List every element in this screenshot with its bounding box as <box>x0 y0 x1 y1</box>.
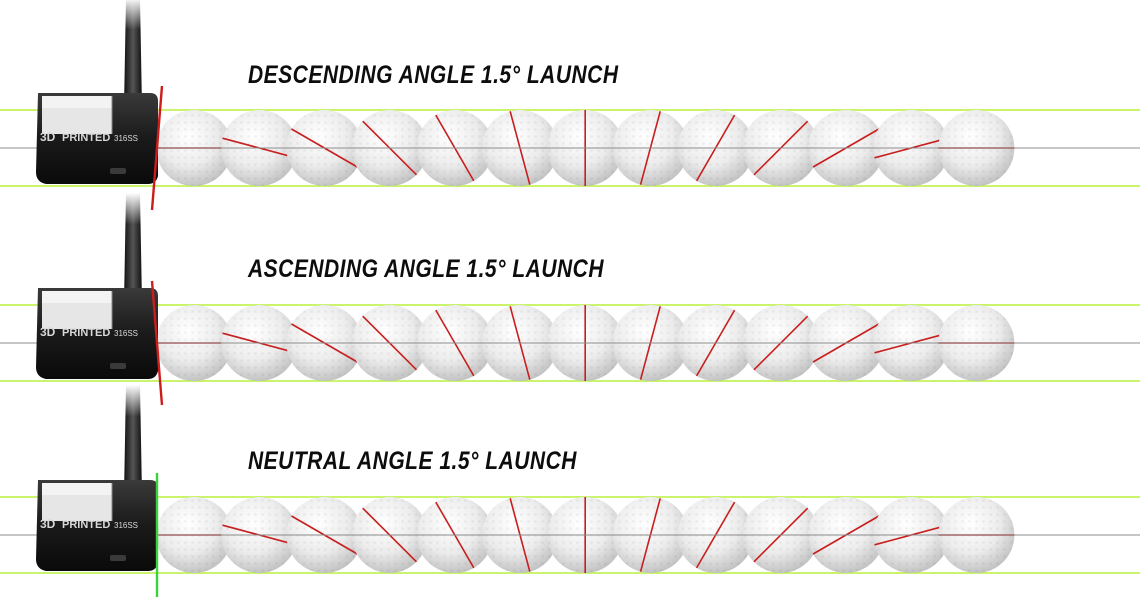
putter-brand-mark: 3D <box>40 325 56 339</box>
putter: 3D PRINTED 316SS <box>36 385 159 597</box>
putter-model: 316SS <box>114 521 138 530</box>
putter-brand-mark: 3D <box>40 517 56 531</box>
shaft-fade <box>118 385 148 475</box>
putter-face-line <box>150 85 164 211</box>
putter-top-highlight <box>42 483 112 495</box>
panel-title-descending: DESCENDING ANGLE 1.5° LAUNCH <box>248 62 619 90</box>
putter-brand-text: PRINTED <box>62 519 110 531</box>
putter-brand-text: PRINTED <box>62 132 110 144</box>
panel-title-ascending: ASCENDING ANGLE 1.5° LAUNCH <box>248 256 604 284</box>
panel-1: 3D PRINTED 316SS <box>0 193 1140 406</box>
shaft-fade <box>118 0 148 88</box>
putter-face-line <box>150 280 164 406</box>
panel-title-neutral: NEUTRAL ANGLE 1.5° LAUNCH <box>248 448 577 476</box>
putter-sole-weight <box>110 363 126 369</box>
panel-2: 3D PRINTED 316SS <box>0 385 1140 597</box>
putter-model: 316SS <box>114 134 138 143</box>
putter-top-highlight <box>42 96 112 108</box>
putter: 3D PRINTED 316SS <box>36 0 164 211</box>
putter-sole-weight <box>110 168 126 174</box>
panel-0: 3D PRINTED 316SS <box>0 0 1140 211</box>
putter-top-highlight <box>42 291 112 303</box>
putter: 3D PRINTED 316SS <box>36 193 164 406</box>
putter-sole-weight <box>110 555 126 561</box>
putter-brand-mark: 3D <box>40 130 56 144</box>
shaft-fade <box>118 193 148 283</box>
putter-brand-text: PRINTED <box>62 327 110 339</box>
putter-model: 316SS <box>114 329 138 338</box>
